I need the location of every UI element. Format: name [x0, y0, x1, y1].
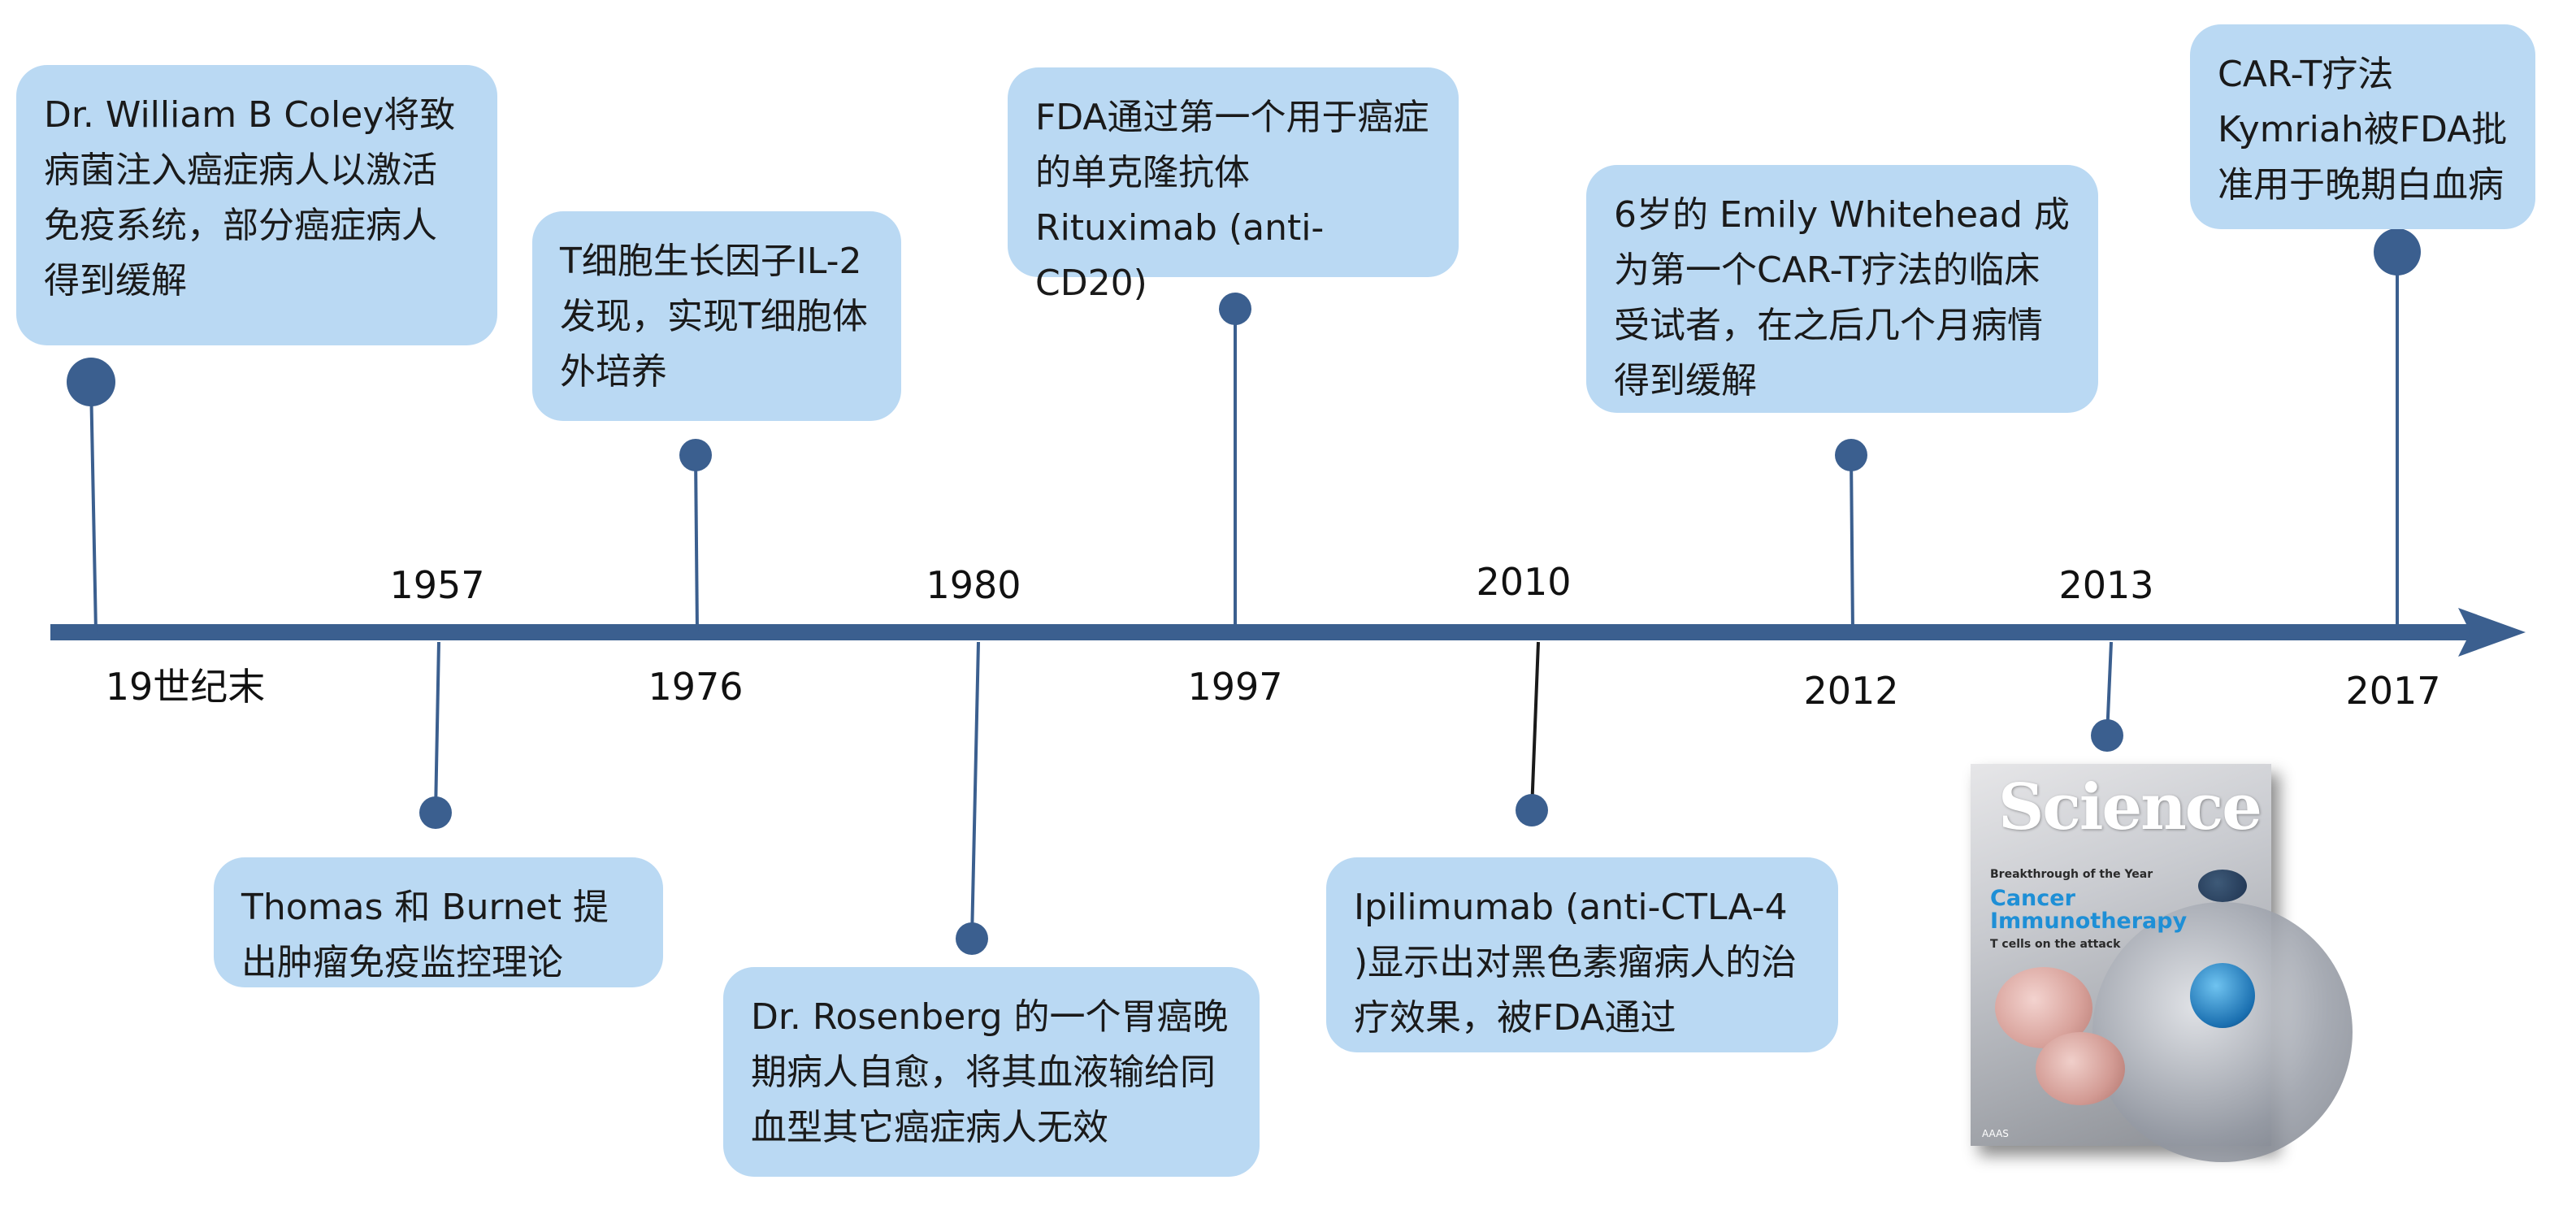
year-label-1: 19世纪末	[105, 665, 266, 709]
event-box-7: 6岁的 Emily Whitehead 成为第一个CAR-T疗法的临床受试者，在…	[1586, 165, 2098, 413]
year-label-9: 2017	[2345, 669, 2441, 713]
event-box-4: Dr. Rosenberg 的一个胃癌晚期病人自愈，将其血液输给同血型其它癌症病…	[723, 967, 1260, 1177]
cover-publisher: AAAS	[1982, 1128, 2009, 1139]
connector-dot-1	[67, 358, 115, 406]
connector-line-3	[694, 454, 699, 633]
cover-cell-blue	[2190, 963, 2255, 1028]
connector-dot-8	[2091, 719, 2123, 752]
connector-dot-4	[956, 922, 988, 955]
cover-title: Cancer Immunotherapy	[1990, 886, 2188, 934]
connector-dot-9	[2374, 228, 2421, 275]
year-label-7: 2012	[1803, 669, 1899, 713]
cover-masthead: Science	[1998, 770, 2262, 844]
connector-line-6	[1530, 641, 1540, 811]
year-label-6: 2010	[1476, 560, 1572, 604]
connector-dot-5	[1219, 293, 1251, 325]
timeline-axis	[50, 608, 2526, 657]
science-magazine-cover: Science Breakthrough of the Year Cancer …	[1971, 764, 2353, 1162]
cover-cell-dark	[2198, 870, 2247, 902]
event-box-9: CAR-T疗法Kymriah被FDA批准用于晚期白血病	[2190, 24, 2535, 229]
cover-subtitle: T cells on the attack	[1990, 938, 2121, 951]
year-label-2: 1957	[389, 563, 485, 607]
connector-dot-2	[419, 796, 452, 829]
connectors	[67, 228, 2421, 955]
year-label-5: 1997	[1187, 665, 1283, 709]
event-box-1: Dr. William B Coley将致病菌注入癌症病人以激活免疫系统，部分癌…	[16, 65, 497, 345]
connector-line-1	[89, 381, 98, 633]
year-label-4: 1980	[926, 563, 1021, 607]
connector-line-4	[970, 641, 980, 939]
event-box-3: T细胞生长因子IL-2发现，实现T细胞体外培养	[532, 211, 901, 421]
timeline-axis-arrowhead	[2458, 608, 2526, 657]
connector-dot-3	[679, 439, 712, 471]
year-label-8: 2013	[2058, 563, 2154, 607]
cover-kicker: Breakthrough of the Year	[1990, 868, 2153, 881]
event-box-6: Ipilimumab (anti-CTLA-4 )显示出对黑色素瘤病人的治疗效果…	[1326, 857, 1838, 1052]
cover-cell-pink-2	[2036, 1032, 2125, 1105]
year-label-3: 1976	[648, 665, 744, 709]
connector-line-7	[1850, 454, 1854, 633]
connector-line-2	[434, 641, 440, 813]
event-box-2: Thomas 和 Burnet 提出肿瘤免疫监控理论	[214, 857, 663, 987]
connector-dot-6	[1516, 794, 1548, 826]
event-box-5: FDA通过第一个用于癌症的单克隆抗体 Rituximab (anti-CD20)	[1008, 67, 1459, 304]
cover-cell-large	[2092, 902, 2353, 1162]
connector-dot-7	[1835, 439, 1867, 471]
